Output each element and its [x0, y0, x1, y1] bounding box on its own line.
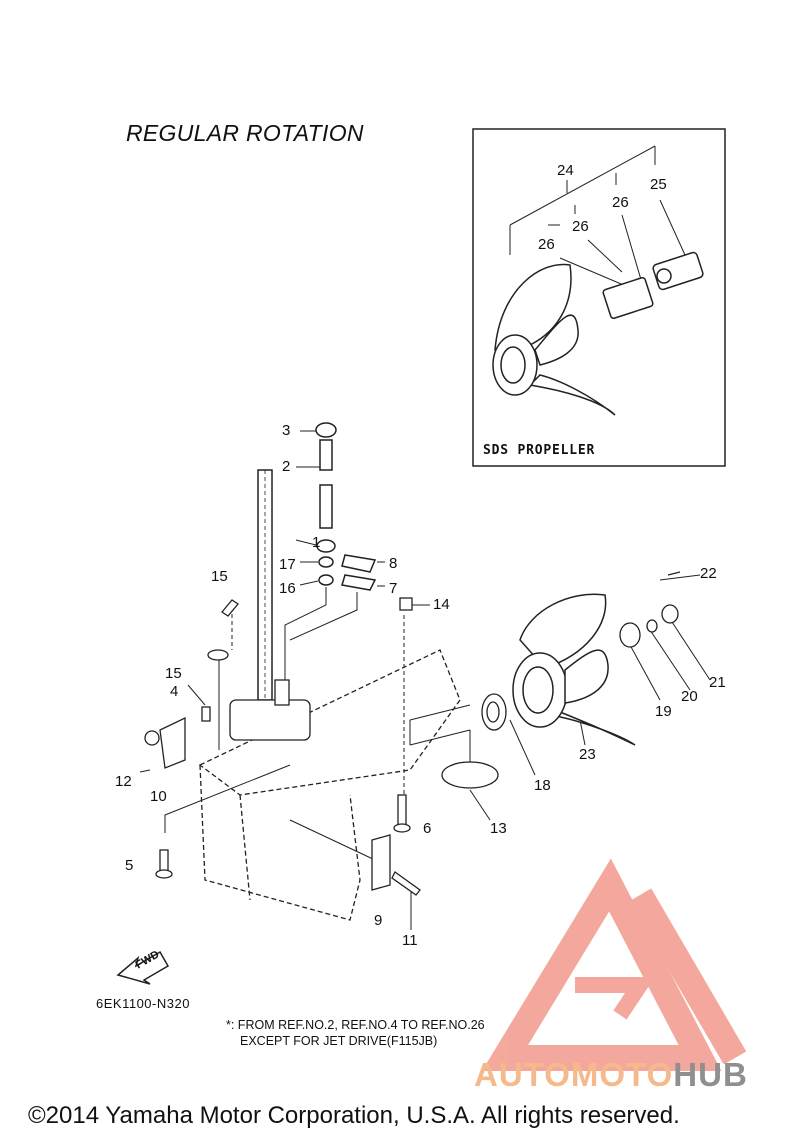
watermark-part2: HUB — [673, 1056, 748, 1093]
callout-label[interactable]: 15 — [165, 665, 182, 682]
callout-label[interactable]: 26 — [572, 218, 589, 235]
callout-label[interactable]: 26 — [612, 194, 629, 211]
callout-label[interactable]: 5 — [125, 857, 134, 874]
watermark-logo-icon — [481, 858, 747, 1071]
callout-label[interactable]: 4 — [170, 683, 179, 700]
callout-label[interactable]: 16 — [279, 580, 296, 597]
callout-label[interactable]: 19 — [655, 703, 672, 720]
gearcase-top-icon — [229, 679, 311, 741]
fwd-arrow-icon — [116, 950, 170, 985]
callout-label[interactable]: 10 — [150, 788, 167, 805]
callout-label[interactable]: 12 — [115, 773, 132, 790]
callout-label[interactable]: 23 — [579, 746, 596, 763]
copyright: ©2014 Yamaha Motor Corporation, U.S.A. A… — [28, 1102, 680, 1129]
callout-label[interactable]: 13 — [490, 820, 507, 837]
note-line-2: EXCEPT FOR JET DRIVE(F115JB) — [240, 1034, 438, 1048]
watermark-part1: AUTOMOTO — [474, 1056, 674, 1093]
callout-label[interactable]: 7 — [389, 580, 398, 597]
callout-label[interactable]: 6 — [423, 820, 432, 837]
callout-label[interactable]: 25 — [650, 176, 667, 193]
propeller-icon — [512, 593, 636, 746]
inset-propeller-icon — [492, 263, 616, 416]
callout-label[interactable]: 14 — [433, 596, 450, 613]
inset-label: SDS PROPELLER — [483, 443, 596, 458]
note-line-1: *: FROM REF.NO.2, REF.NO.4 TO REF.NO.26 — [226, 1018, 485, 1032]
callout-label[interactable]: 1 — [312, 534, 321, 551]
callout-label[interactable]: 15 — [211, 568, 228, 585]
page-title: REGULAR ROTATION — [126, 120, 364, 146]
callout-label[interactable]: 26 — [538, 236, 555, 253]
callout-label[interactable]: 8 — [389, 555, 398, 572]
water-tube-parts-icon — [315, 422, 377, 591]
main-leaders — [139, 430, 711, 930]
lower-casing-icon — [198, 649, 461, 921]
small-parts-icon — [144, 571, 681, 896]
callout-label[interactable]: 2 — [282, 458, 291, 475]
callout-label[interactable]: 22 — [700, 565, 717, 582]
diagram-code: 6EK1100-N320 — [96, 996, 190, 1011]
callout-label[interactable]: 9 — [374, 912, 383, 929]
callout-label[interactable]: 21 — [709, 674, 726, 691]
driveshaft-icon — [257, 469, 273, 701]
callout-label[interactable]: 3 — [282, 422, 291, 439]
callout-label[interactable]: 11 — [402, 932, 418, 949]
callout-label[interactable]: 17 — [279, 556, 296, 573]
inset-spline-inserts-icon — [602, 251, 704, 320]
callout-label[interactable]: 20 — [681, 688, 698, 705]
watermark-text: AUTOMOTOHUB — [474, 1056, 748, 1094]
callout-label[interactable]: 18 — [534, 777, 551, 794]
sds-propeller-inset — [472, 128, 726, 467]
callout-label[interactable]: 24 — [557, 162, 574, 179]
